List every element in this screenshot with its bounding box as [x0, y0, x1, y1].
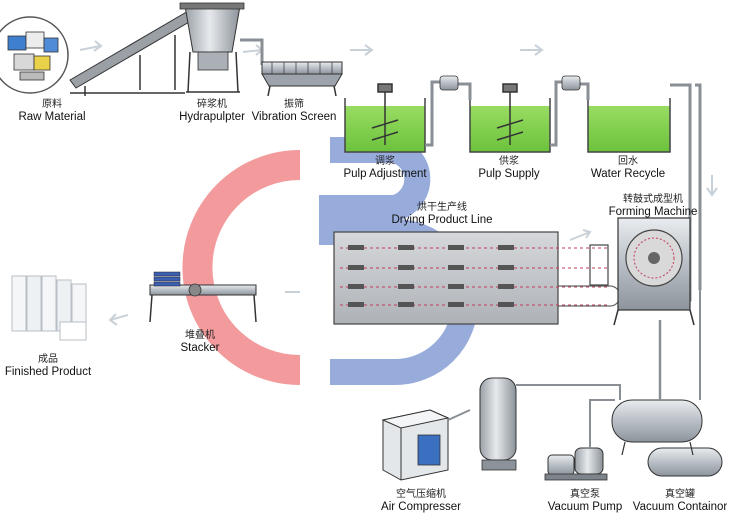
water-recycle-label: 回水 Water Recycle: [590, 156, 666, 180]
stacker-cn: 堆叠机: [185, 330, 215, 341]
vacuum-pump-en: Vacuum Pump: [547, 500, 623, 513]
pulp-adjustment-label: 调浆 Pulp Adjustment: [343, 156, 427, 180]
raw-material-label: 原料 Raw Material: [18, 99, 86, 123]
raw-material-illustration: [0, 16, 69, 94]
vacuum-container-cn: 真空罐: [665, 489, 695, 500]
hydrapulpter-en: Hydrapulpter: [179, 110, 245, 123]
vacuum-container-label: 真空罐 Vacuum Containor: [632, 489, 728, 513]
drying-line-en: Drying Product Line: [391, 213, 493, 226]
forming-machine-en: Forming Machine: [608, 205, 698, 218]
stacker-machine: [149, 271, 257, 323]
air-compressor-en: Air Compresser: [381, 500, 461, 513]
pulp-supply-label: 供浆 Pulp Supply: [478, 156, 540, 180]
water-recycle-en: Water Recycle: [590, 167, 666, 180]
drying-line-machine: [333, 231, 621, 325]
hydrapulper-machine: [179, 2, 264, 93]
forming-machine-label: 转鼓式成型机 Forming Machine: [608, 194, 698, 218]
vacuum-containers: [611, 290, 723, 477]
air-receiver-tank: [479, 377, 621, 471]
air-compressor-cn: 空气压缩机: [395, 489, 446, 500]
drying-line-cn: 烘干生产线: [417, 202, 467, 213]
forming-machine-cn: 转鼓式成型机: [623, 194, 683, 205]
conveyor-belt: [69, 9, 197, 96]
finished-product-cn: 成品: [37, 354, 58, 365]
pump-units: [439, 75, 581, 91]
pulp-supply-cn: 供浆: [499, 156, 519, 167]
stacker-en: Stacker: [180, 341, 220, 354]
vacuum-pump-cn: 真空泵: [569, 489, 600, 500]
finished-product-label: 成品 Finished Product: [4, 354, 92, 378]
vacuum-pump-label: 真空泵 Vacuum Pump: [547, 489, 623, 513]
raw-material-en: Raw Material: [18, 110, 86, 123]
air-compressor-label: 空气压缩机 Air Compresser: [381, 489, 461, 513]
forming-machine: [589, 217, 695, 326]
vibration-screen-label: 振筛 Vibration Screen: [251, 99, 337, 123]
water-recycle-cn: 回水: [618, 156, 638, 167]
vibration-screen-en: Vibration Screen: [251, 110, 337, 123]
finished-product-illustration: [11, 275, 87, 341]
vacuum-pump-machine: [544, 399, 615, 481]
vibration-screen-machine: [261, 61, 343, 97]
air-compressor-machine: [381, 409, 471, 481]
stacker-label: 堆叠机 Stacker: [180, 330, 220, 354]
finished-product-en: Finished Product: [4, 365, 92, 378]
pulp-supply-en: Pulp Supply: [478, 167, 540, 180]
raw-material-cn: 原料: [41, 99, 62, 110]
hydrapulpter-cn: 碎浆机: [197, 99, 227, 110]
drying-line-label: 烘干生产线 Drying Product Line: [391, 202, 493, 226]
vacuum-container-en: Vacuum Containor: [632, 500, 728, 513]
pulp-adjustment-cn: 调浆: [374, 156, 395, 167]
pulp-tanks: [344, 83, 671, 153]
hydrapulpter-label: 碎浆机 Hydrapulpter: [179, 99, 245, 123]
vibration-screen-cn: 振筛: [284, 99, 304, 110]
pulp-adjustment-en: Pulp Adjustment: [343, 167, 427, 180]
